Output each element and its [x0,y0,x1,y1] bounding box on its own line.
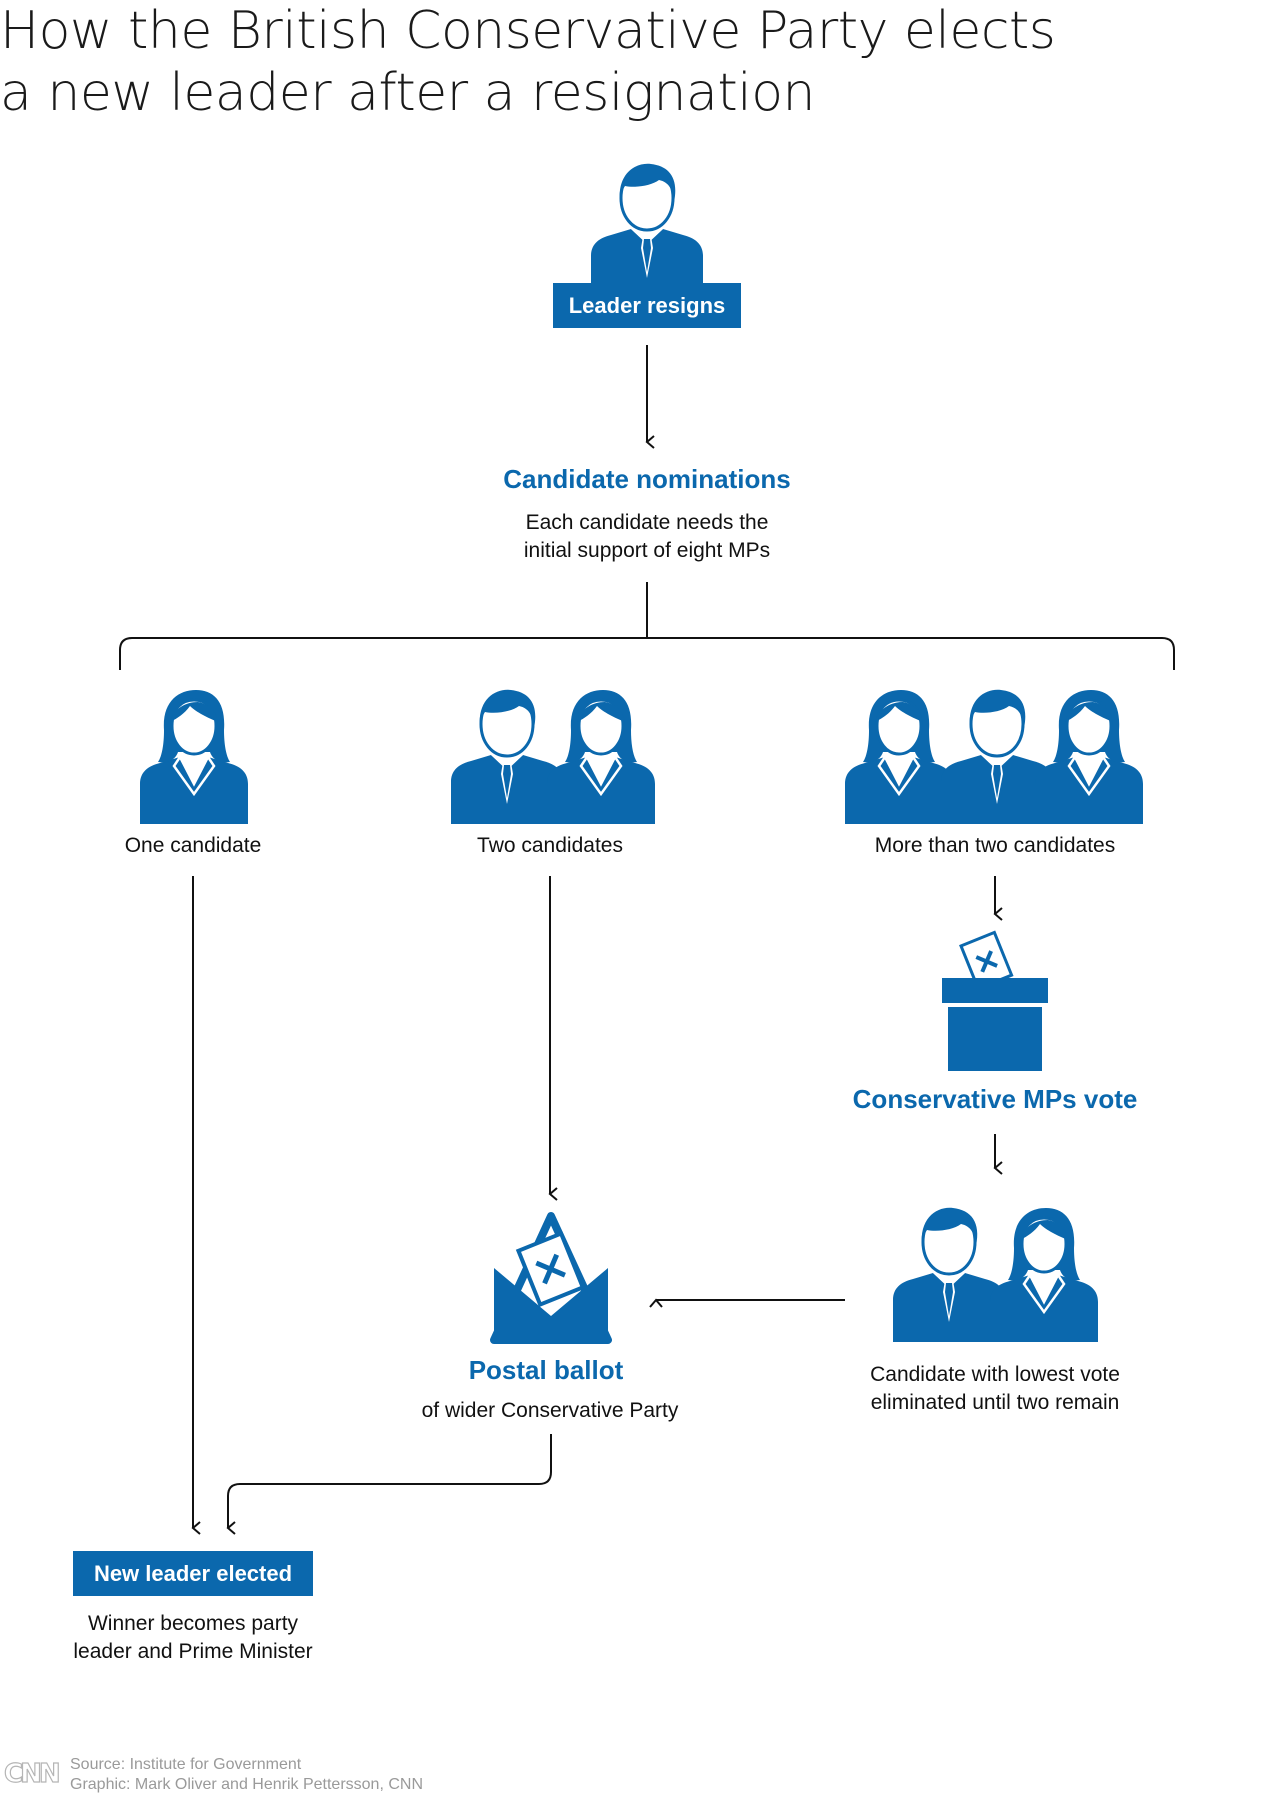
leader-resigns-box: Leader resigns [553,283,741,328]
person-female-icon [138,688,250,826]
branch-more-label: More than two candidates [874,834,1116,857]
person-male-icon [589,162,705,300]
nominations-heading: Candidate nominations [503,464,791,494]
branch-bracket [119,637,1175,670]
branch-two-label: Two candidates [477,834,623,857]
ballot-box-icon [942,930,1048,1071]
arrow-postal-to-new-leader [226,1434,552,1535]
envelope-ballot-icon [490,1212,612,1344]
person-female-icon [545,688,657,826]
footer-source: Source: Institute for Government [70,1756,302,1773]
person-male-icon [891,1206,1007,1344]
postal-ballot-heading: Postal ballot [468,1355,624,1385]
person-female-icon [1033,688,1145,826]
new-leader-line1: Winner becomes party [87,1612,299,1635]
postal-ballot-desc: of wider Conservative Party [421,1399,679,1422]
nominations-desc-line2: initial support of eight MPs [523,539,771,562]
page-title: How the British Conservative Party elect… [0,1,1056,123]
elimination-line1: Candidate with lowest vote [870,1363,1120,1386]
footer-credit: Graphic: Mark Oliver and Henrik Petterss… [70,1776,423,1793]
new-leader-box: New leader elected [73,1551,313,1596]
person-female-icon [988,1206,1100,1344]
nominations-desc-line1: Each candidate needs the [525,511,769,534]
new-leader-line2: leader and Prime Minister [73,1640,313,1663]
person-female-icon [843,688,955,826]
mps-vote-heading: Conservative MPs vote [852,1084,1138,1114]
cnn-logo: CNN [3,1758,61,1789]
branch-one-label: One candidate [124,834,262,857]
elimination-line2: eliminated until two remain [870,1391,1120,1414]
person-male-icon [449,688,565,826]
